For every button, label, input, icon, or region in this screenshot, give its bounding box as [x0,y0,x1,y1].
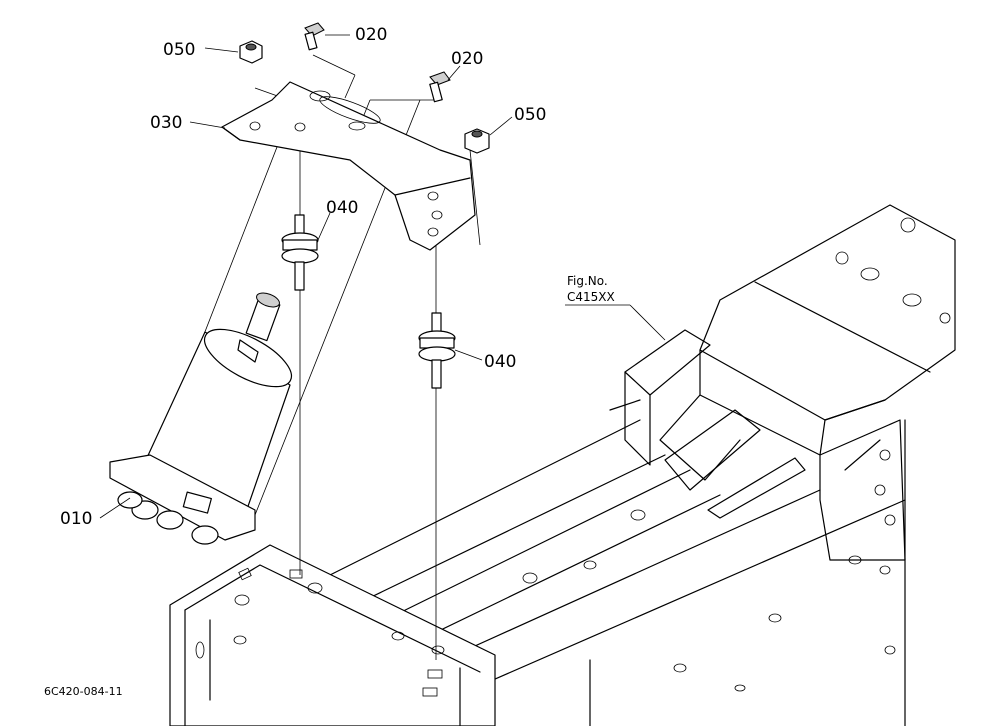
callout-030: 030 [150,113,182,133]
bolt-020-left [304,22,325,51]
callout-leaders [99,34,666,519]
bolt-020-right [429,71,451,103]
fig-no-label: Fig.No. [567,274,608,288]
callout-050-left: 050 [163,40,195,60]
callout-020-top: 020 [355,25,387,45]
callout-010: 010 [60,509,92,529]
callout-050-right: 050 [514,105,546,125]
motor-unit-010 [109,292,293,545]
nut-050-right [464,128,490,154]
frame-structure [169,204,956,726]
nut-050-left [239,40,263,64]
callout-040-right: 040 [484,352,516,372]
bracket-plate-030 [221,81,476,251]
fig-no-number: C415XX [567,290,615,304]
mount-stud-040-right [418,312,456,389]
callout-040-left: 040 [326,198,358,218]
mount-stud-040-left [281,214,319,291]
callout-020-right: 020 [451,49,483,69]
drawing-code: 6C420-084-11 [44,685,123,698]
